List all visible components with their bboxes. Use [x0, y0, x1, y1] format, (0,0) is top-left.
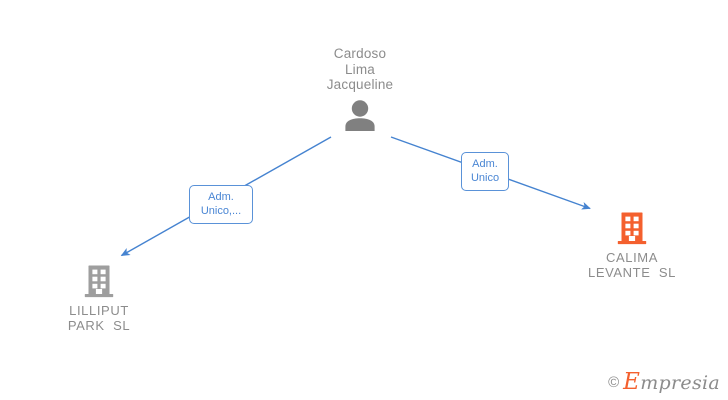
copyright-icon: ©: [608, 374, 620, 391]
brand-rest: mpresia: [640, 372, 720, 394]
person-node-label: Cardoso Lima Jacqueline: [326, 46, 394, 92]
brand-wordmark: Empresia: [623, 371, 720, 394]
company-node-label: CALIMA LEVANTE SL: [587, 250, 676, 280]
building-icon: [617, 212, 647, 245]
node-person-cardoso-lima-jacqueline[interactable]: Cardoso Lima Jacqueline: [295, 46, 425, 131]
node-company-calima-levante-sl[interactable]: CALIMA LEVANTE SL: [572, 211, 692, 280]
company-node-label: LILLIPUT PARK SL: [67, 303, 131, 333]
brand-initial: E: [623, 369, 641, 395]
building-icon: [84, 265, 114, 298]
watermark-empresia: © Empresia: [608, 371, 720, 394]
edge-label-person-to-lilliput[interactable]: Adm. Unico,...: [189, 185, 253, 224]
node-company-lilliput-park-sl[interactable]: LILLIPUT PARK SL: [39, 264, 159, 333]
edge-label-person-to-calima[interactable]: Adm. Unico: [461, 152, 509, 191]
person-icon: [345, 99, 375, 131]
